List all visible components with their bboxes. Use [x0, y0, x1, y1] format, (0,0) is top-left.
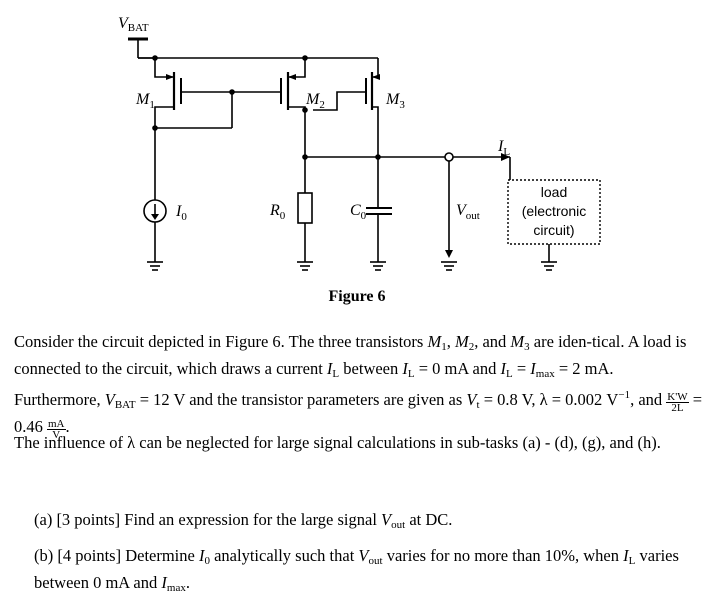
- m2-label: M: [305, 91, 321, 108]
- lambda-note: The influence of λ can be neglected for …: [14, 433, 661, 452]
- c0-label: C: [350, 202, 361, 219]
- svg-text:C0: C0: [350, 202, 367, 222]
- svg-text:Vout: Vout: [456, 202, 480, 222]
- m1-source: [154, 58, 174, 78]
- il-label: I: [497, 138, 504, 155]
- svg-text:M1: M1: [135, 91, 155, 111]
- svg-text:VBAT: VBAT: [118, 15, 149, 34]
- r0-label: R: [269, 202, 280, 219]
- load-line-3: circuit): [533, 222, 574, 238]
- svg-text:R0: R0: [269, 202, 286, 222]
- load-box: [507, 179, 601, 245]
- svg-text:I0: I0: [175, 203, 187, 223]
- svg-text:M3: M3: [385, 91, 405, 111]
- m3-label: M: [385, 91, 401, 108]
- problem-description: Consider the circuit depicted in Figure …: [14, 332, 703, 441]
- m1-drain: [154, 106, 174, 200]
- load-line-1: load: [541, 184, 567, 200]
- vout-label: V: [456, 202, 468, 219]
- task-b: (b) [4 points] Determine I0 analytically…: [34, 546, 679, 594]
- svg-text:IL: IL: [497, 138, 510, 158]
- task-a: (a) [3 points] Find an expression for th…: [34, 510, 453, 531]
- circuit-schematic: VBAT M1 M2 M3 I0 R0 C0 Vout IL load (ele…: [118, 15, 601, 271]
- figure-caption: Figure 6: [328, 288, 386, 305]
- svg-text:M2: M2: [305, 91, 325, 111]
- load-line-2: (electronic: [522, 203, 587, 219]
- vbat-label: V: [118, 15, 130, 32]
- m1-label: M: [135, 91, 151, 108]
- i0-label: I: [175, 203, 182, 220]
